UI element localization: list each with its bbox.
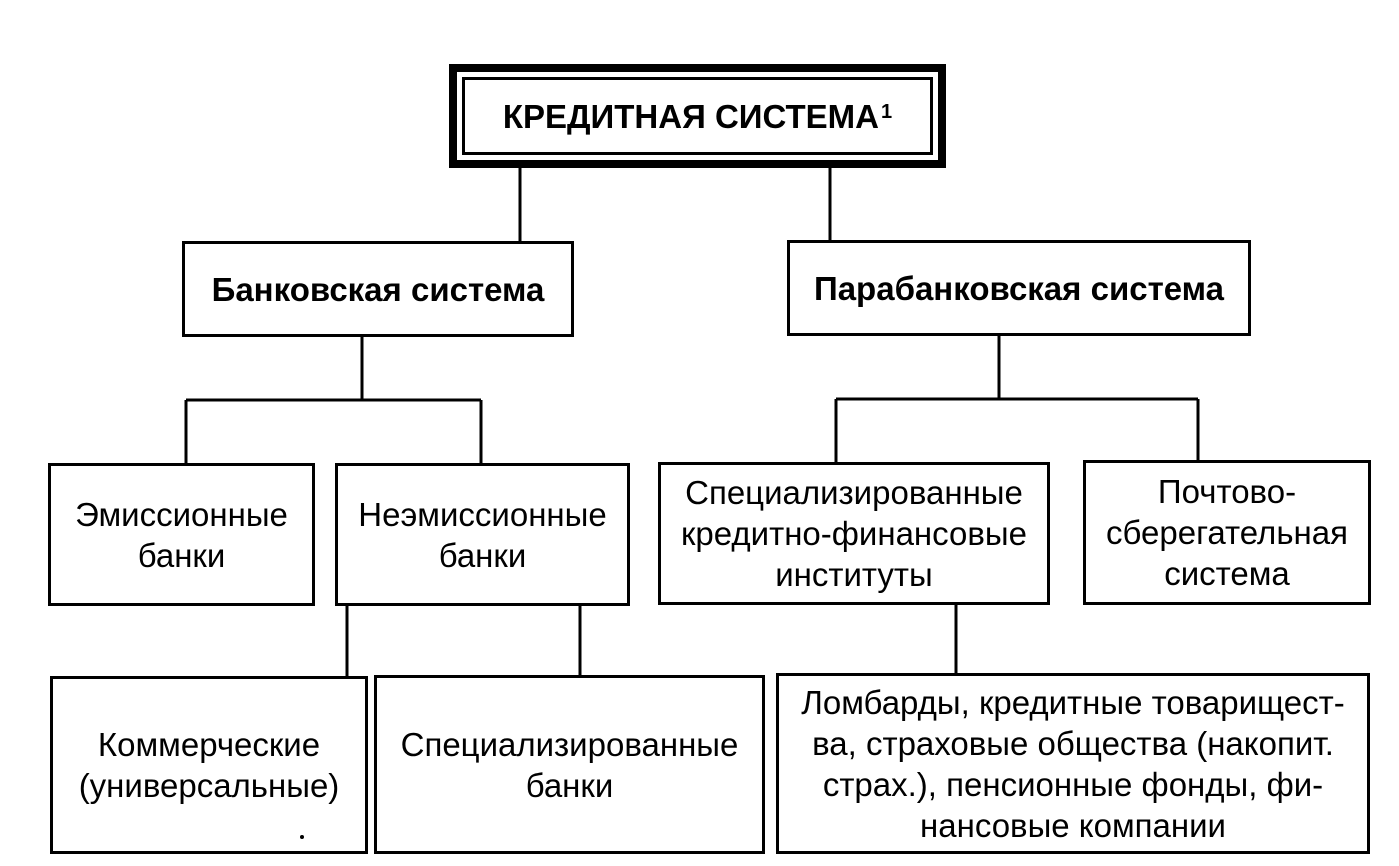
node-non-emission-line: банки [438,536,527,574]
scan-speck [300,835,304,839]
node-parabanking-system: Парабанковская система [787,240,1251,336]
node-specialized-banks-line: банки [525,766,614,804]
node-non-emission-banks: Неэмиссионные банки [335,463,630,606]
node-postal-savings: Почтово- сберегательная система [1083,460,1371,605]
node-specialized-banks-line: Специализированные [400,725,739,763]
node-institutes-line: кредитно-финансовые [680,515,1027,552]
root-footnote: 1 [881,100,893,123]
node-institutes-line: Специализированные [685,474,1023,511]
node-banking-system: Банковская система [182,241,574,337]
node-commercial-banks: Коммерческие (универсальные) [50,676,368,854]
node-others-line: нансовые компании [920,806,1226,844]
node-emission-line: Эмиссионные [75,495,288,533]
node-postal-line: система [1164,555,1290,592]
node-others-line: страх.), пенсионные фонды, фи- [822,765,1324,803]
node-others-line: Ломбарды, кредитные товарищест- [801,683,1345,721]
node-others-line: ва, страховые общества (накопит. [812,724,1334,762]
node-other-institutions: Ломбарды, кредитные товарищест- ва, стра… [776,673,1370,854]
node-specialized-banks: Специализированные банки [374,675,765,854]
node-postal-line: Почтово- [1157,473,1297,510]
root-title-text: КРЕДИТНАЯ СИСТЕМА [502,97,880,135]
node-emission-banks: Эмиссионные банки [48,463,315,606]
node-specialized-institutes: Специализированные кредитно-финансовые и… [658,462,1050,605]
node-emission-line: банки [137,536,226,574]
node-banking-label: Банковская система [211,270,545,308]
node-postal-line: сберегательная [1106,514,1348,551]
node-commercial-line: (универсальные) [78,767,340,804]
node-commercial-line: Коммерческие [97,726,321,763]
node-non-emission-line: Неэмиссионные [358,495,607,533]
node-parabanking-label: Парабанковская система [813,269,1224,307]
node-institutes-line: институты [775,556,933,593]
